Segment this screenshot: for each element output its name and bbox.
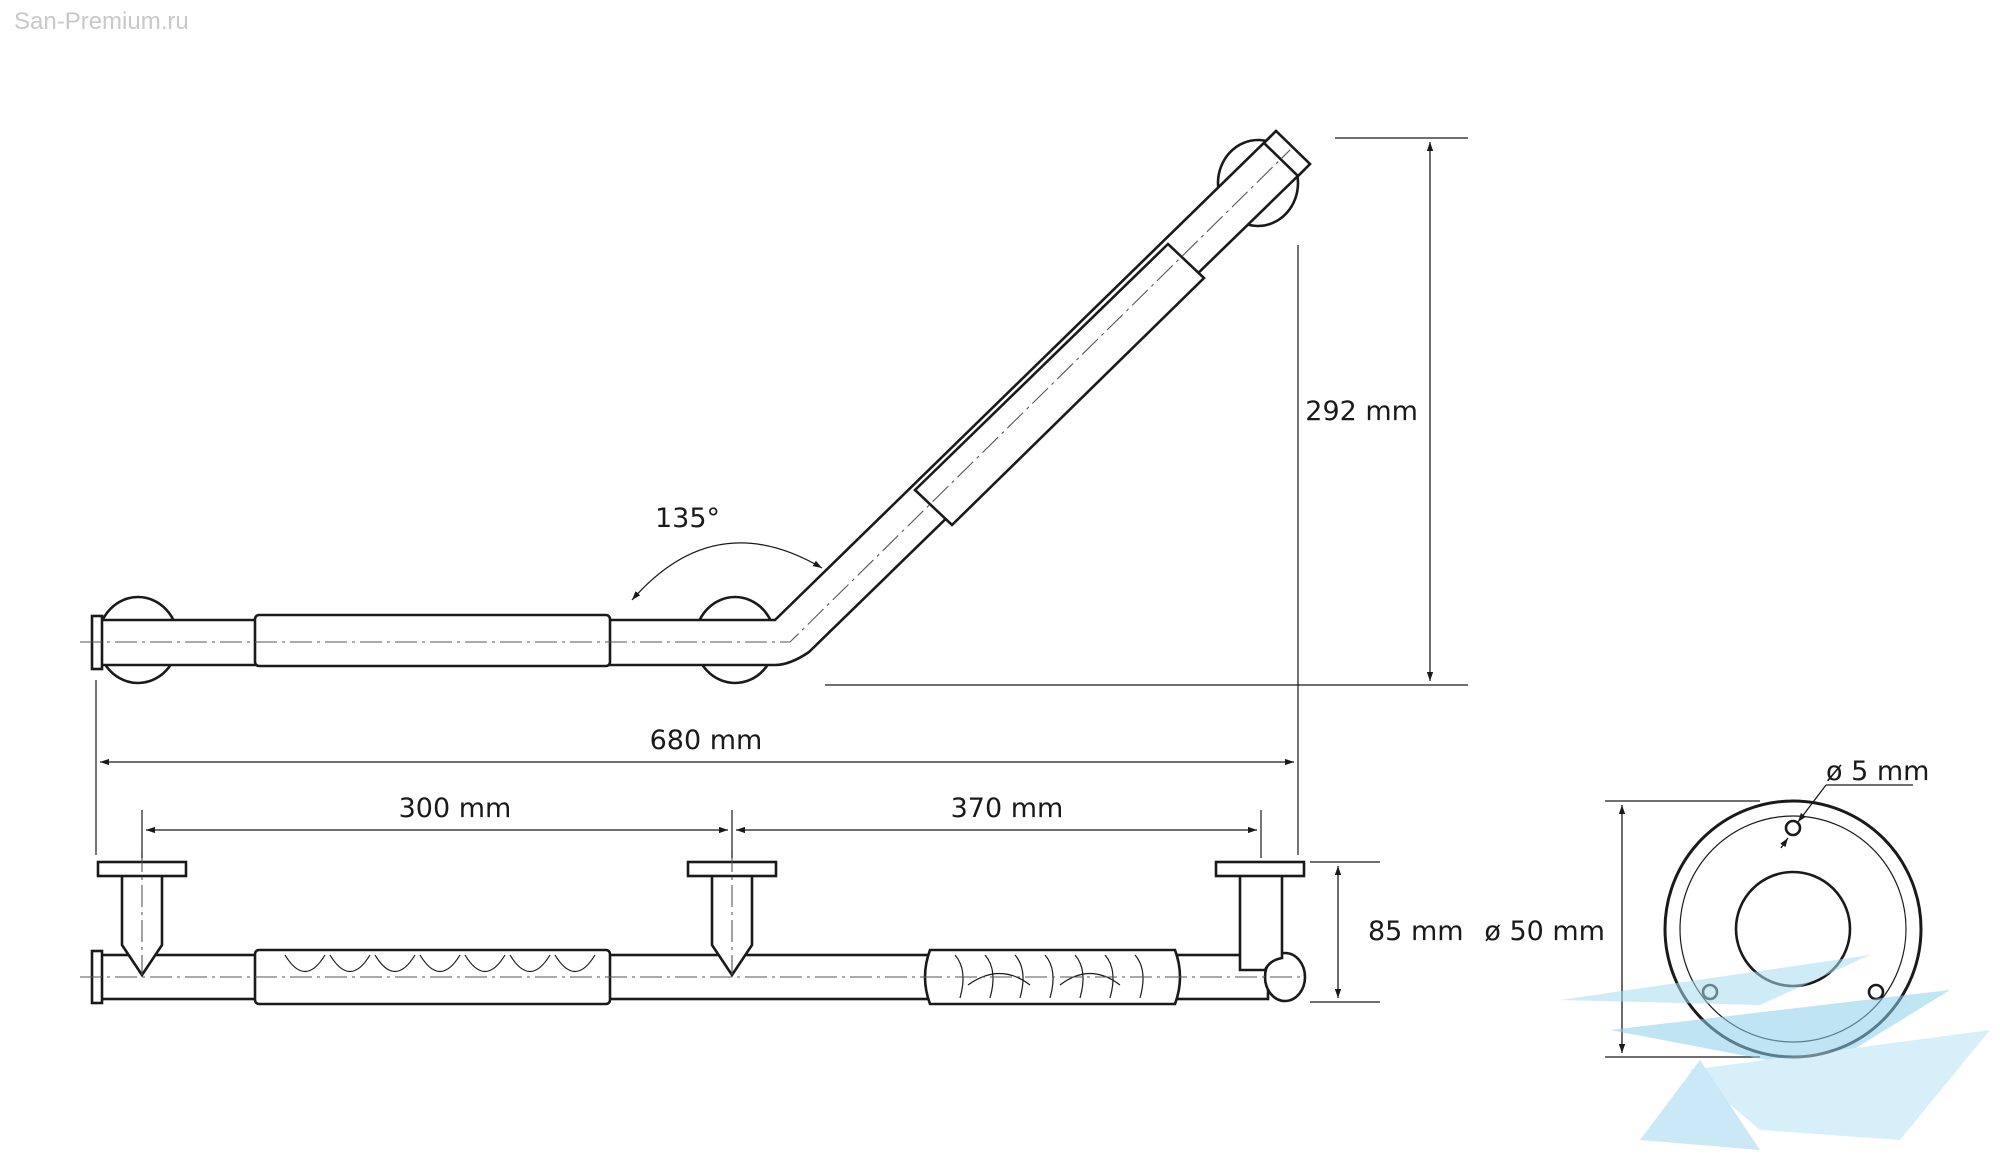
flange-screw-hole-top [1784, 819, 1802, 837]
total-length-label: 680 mm [650, 725, 763, 756]
hole-diameter-label: ø 5 mm [1826, 756, 1929, 787]
angle-annotation: 135° [631, 503, 823, 601]
height-dimension: 292 mm [825, 137, 1468, 686]
depth-dimension: 85 mm [1310, 861, 1464, 1003]
height-label: 292 mm [1305, 396, 1418, 427]
grip-sleeve-diagonal [913, 242, 1206, 527]
segment-dimensions: 300 mm 370 mm [141, 793, 1262, 858]
watermark-text: San-Premium.ru [14, 8, 189, 35]
depth-label: 85 mm [1368, 916, 1464, 947]
post-right [1238, 873, 1284, 972]
grip-right-twists [954, 954, 1144, 999]
front-view [80, 850, 1307, 1006]
flange-screw-hole-right [1867, 983, 1885, 1001]
segment-left-label: 300 mm [399, 793, 512, 824]
angle-label: 135° [655, 503, 720, 534]
grip-sleeve-horizontal [253, 613, 612, 668]
segment-right-label: 370 mm [951, 793, 1064, 824]
flange-diameter-label: ø 50 mm [1484, 916, 1605, 947]
grip-left-scallops [284, 954, 596, 972]
bar-centerline [80, 149, 1291, 643]
total-length-dimension: 680 mm [95, 245, 1299, 855]
top-view [80, 129, 1312, 685]
bar-tube [96, 135, 1306, 667]
plate-right [1214, 860, 1306, 878]
watermark-logo [1560, 955, 1990, 1150]
